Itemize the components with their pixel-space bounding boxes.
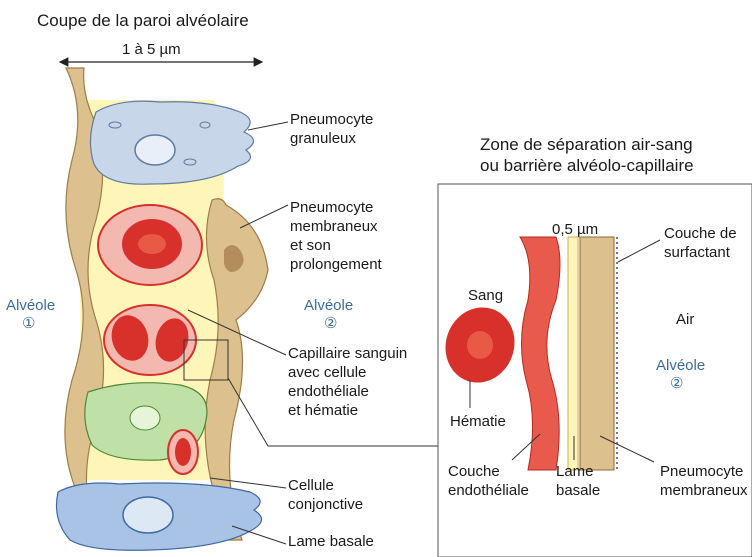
- label-lame-basale-right: Lame basale: [556, 462, 600, 500]
- label-sang: Sang: [468, 286, 503, 305]
- green-cell-nucleus: [130, 406, 160, 430]
- right-panel-title: Zone de séparation air-sang ou barrière …: [480, 134, 694, 176]
- capillary-3-red-cell: [175, 438, 191, 466]
- label-pneumocyte-membraneux: Pneumocyte membraneux et son prolongemen…: [290, 198, 382, 274]
- label-alveole-1-num: ①: [22, 314, 35, 333]
- label-cellule-conjonctive: Cellule conjonctive: [288, 476, 363, 514]
- label-capillaire: Capillaire sanguin avec cellule endothél…: [288, 344, 407, 420]
- label-alveole-2-left: Alvéole: [304, 296, 353, 315]
- label-alveole-1: Alvéole: [6, 296, 55, 315]
- pneumocyte-layer: [580, 237, 614, 470]
- label-alveole-2-right: Alvéole: [656, 356, 705, 375]
- label-air: Air: [676, 310, 694, 329]
- right-scale-label: 0,5 µm: [552, 220, 598, 239]
- label-lame-basale: Lame basale: [288, 532, 374, 551]
- label-alveole-2-left-num: ②: [324, 314, 337, 333]
- label-pneumocyte-membraneux-right: Pneumocyte membraneux: [660, 462, 748, 500]
- label-pneumocyte-granuleux: Pneumocyte granuleux: [290, 110, 373, 148]
- left-panel-title: Coupe de la paroi alvéolaire: [37, 10, 249, 31]
- label-couche-endotheliale: Couche endothéliale: [448, 462, 529, 500]
- pneumocyte-granuleux-nucleus: [135, 135, 175, 165]
- label-surfactant: Couche de surfactant: [664, 224, 737, 262]
- basal-lamina-layer: [568, 237, 578, 470]
- label-hematie: Hématie: [450, 412, 506, 431]
- cellule-conjonctive-nucleus: [123, 497, 173, 533]
- left-scale-label: 1 à 5 µm: [122, 40, 181, 59]
- label-alveole-2-right-num: ②: [670, 374, 683, 393]
